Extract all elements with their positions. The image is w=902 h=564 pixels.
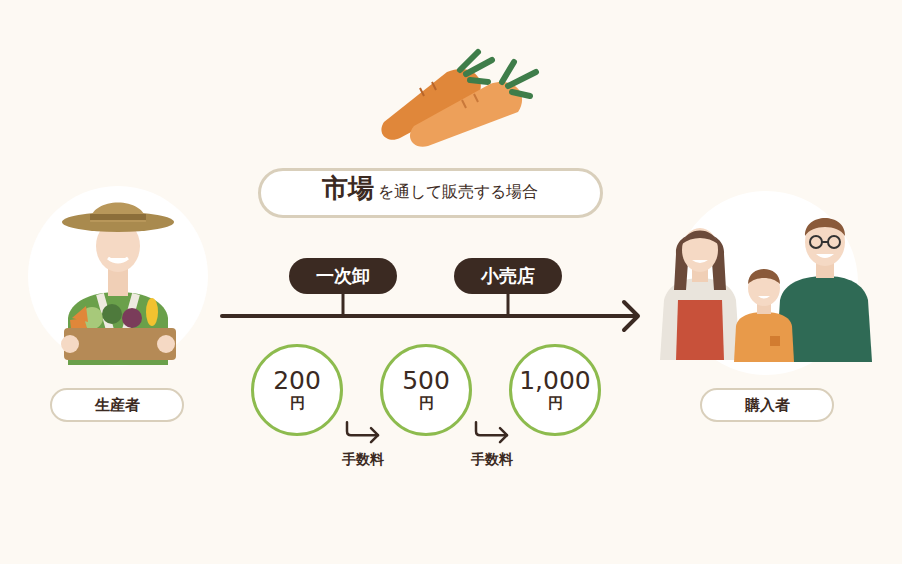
price-circle: 500円 xyxy=(380,344,472,436)
flow-arrow xyxy=(222,292,638,330)
node-text: 200 xyxy=(273,368,321,394)
node-subtext: を通して販売する場合 xyxy=(378,182,538,203)
node-subtext: 円 xyxy=(290,394,305,412)
node-text: 1,000 xyxy=(519,368,591,394)
edge-label: 手数料 xyxy=(340,451,386,469)
node-text: 一次卸 xyxy=(316,264,370,288)
node-subtext: 円 xyxy=(548,394,563,412)
edge-label: 手数料 xyxy=(469,451,515,469)
node-text: 生産者 xyxy=(95,396,140,415)
node-text: 小売店 xyxy=(481,264,535,288)
price-circle: 1,000円 xyxy=(509,344,601,436)
price-circle: 200円 xyxy=(251,344,343,436)
role-pill: 購入者 xyxy=(700,388,834,422)
fee-arrow xyxy=(347,422,378,442)
fee-arrow xyxy=(476,422,507,442)
farmer-illustration xyxy=(28,186,208,366)
stage-pill: 小売店 xyxy=(454,258,562,294)
node-text: 購入者 xyxy=(745,396,790,415)
node-text: 500 xyxy=(402,368,450,394)
node-subtext: 円 xyxy=(419,394,434,412)
node-text: 市場 xyxy=(322,171,374,206)
heading-pill: 市場を通して販売する場合 xyxy=(258,168,603,218)
role-pill: 生産者 xyxy=(50,388,184,422)
family-illustration xyxy=(660,191,872,375)
carrot-illustration xyxy=(381,52,536,147)
stage-pill: 一次卸 xyxy=(289,258,397,294)
